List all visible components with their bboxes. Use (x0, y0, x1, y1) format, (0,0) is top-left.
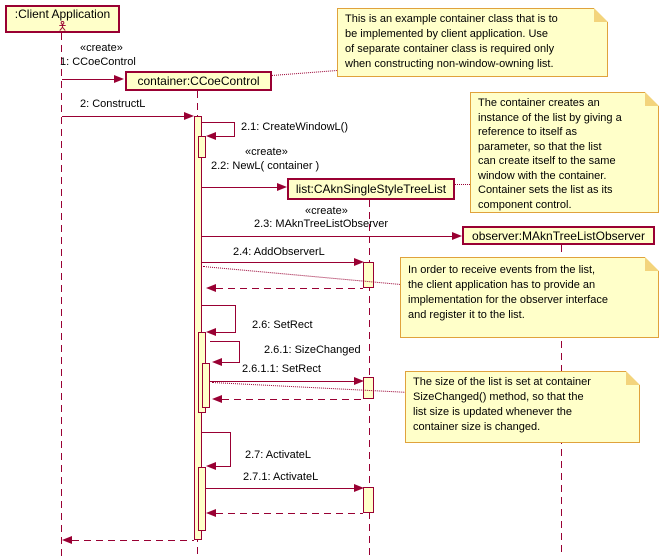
arrowhead-icon (354, 484, 364, 492)
arrowhead-icon (206, 328, 216, 336)
note-size-changed: The size of the list is set at container… (405, 371, 640, 443)
label-create-1-stereotype: «create» (80, 42, 123, 54)
actor-icon (59, 21, 66, 31)
object-container: container:CCoeControl (125, 71, 272, 91)
selfcall-2-1 (202, 122, 235, 123)
arrowhead-icon (206, 462, 216, 470)
selfcall-2-6-1 (239, 341, 240, 363)
activation-list-2-7-1 (363, 487, 374, 513)
selfcall-2-6 (235, 305, 236, 333)
label-create-2-2-stereotype: «create» (245, 146, 288, 158)
arrow-newl (202, 187, 278, 188)
activation-container-main (194, 116, 202, 540)
note-container-class: This is an example container class that … (337, 8, 608, 77)
arrowhead-icon (212, 358, 222, 366)
activation-container-2-1 (198, 136, 206, 158)
arrowhead-icon (354, 258, 364, 266)
object-container-label: container:CCoeControl (137, 74, 260, 88)
object-list-label: list:CAknSingleStyleTreeList (295, 182, 447, 196)
selfcall-2-7 (216, 466, 231, 467)
label-message-2-6: 2.6: SetRect (252, 319, 313, 331)
note-anchor-4 (211, 382, 406, 393)
selfcall-2-6-1 (222, 362, 239, 363)
arrowhead-icon (62, 536, 72, 544)
lifeline-client (61, 33, 62, 556)
activation-list-2-4 (363, 262, 374, 288)
selfcall-2-6 (216, 332, 235, 333)
return-addobserverl (216, 288, 363, 289)
activation-container-2-7 (198, 467, 206, 531)
object-client-application: :Client Application (5, 5, 120, 33)
selfcall-2-7 (202, 432, 231, 433)
label-message-2-7-1: 2.7.1: ActivateL (243, 471, 319, 483)
object-list: list:CAknSingleStyleTreeList (287, 178, 455, 200)
selfcall-2-1 (234, 122, 235, 137)
return-setrect-list (222, 399, 363, 400)
label-message-2: 2: ConstructL (80, 98, 146, 110)
arrowhead-icon (212, 395, 222, 403)
note-observer-registration: In order to receive events from the list… (400, 257, 659, 338)
object-observer: observer:MAknTreeListObserver (462, 226, 655, 245)
label-message-2-6-1-1: 2.6.1.1: SetRect (242, 363, 321, 375)
arrowhead-icon (354, 377, 364, 385)
arrowhead-icon (206, 132, 216, 140)
activation-container-2-6-1 (202, 363, 210, 408)
note-anchor-1 (271, 70, 337, 76)
arrowhead-icon (452, 232, 462, 240)
arrow-activatel-list (206, 488, 354, 489)
arrow-setrect-list (210, 381, 354, 382)
label-message-2-3: 2.3: MAknTreeListObserver (254, 218, 389, 230)
selfcall-2-1 (216, 136, 235, 137)
selfcall-2-6 (202, 305, 236, 306)
return-constructl (72, 540, 194, 541)
arrow-constructl (62, 116, 185, 117)
label-message-2-2: 2.2: NewL( container ) (211, 160, 320, 172)
arrowhead-icon (184, 112, 194, 120)
object-client-label: :Client Application (14, 7, 111, 21)
note-anchor-2 (455, 184, 470, 185)
arrowhead-icon (114, 75, 124, 83)
arrow-create-ccoecontrol (62, 79, 115, 80)
arrow-create-observer (202, 236, 452, 237)
object-observer-label: observer:MAknTreeListObserver (472, 228, 645, 243)
arrowhead-icon (206, 284, 216, 292)
label-message-2-7: 2.7: ActivateL (245, 449, 312, 461)
selfcall-2-7 (230, 432, 231, 467)
label-create-2-3-stereotype: «create» (305, 205, 348, 217)
return-activatel-list (216, 513, 363, 514)
activation-list-2-6-1-1 (363, 377, 374, 399)
arrowhead-icon (277, 183, 287, 191)
arrow-addobserverl (202, 262, 354, 263)
label-message-2-1: 2.1: CreateWindowL() (241, 121, 348, 133)
note-list-creation: The container creates an instance of the… (470, 92, 659, 213)
label-message-2-4: 2.4: AddObserverL (233, 246, 325, 258)
label-message-1: 1: CCoeControl (60, 56, 136, 68)
arrowhead-icon (206, 509, 216, 517)
selfcall-2-6-1 (210, 341, 240, 342)
label-message-2-6-1: 2.6.1: SizeChanged (264, 344, 361, 356)
